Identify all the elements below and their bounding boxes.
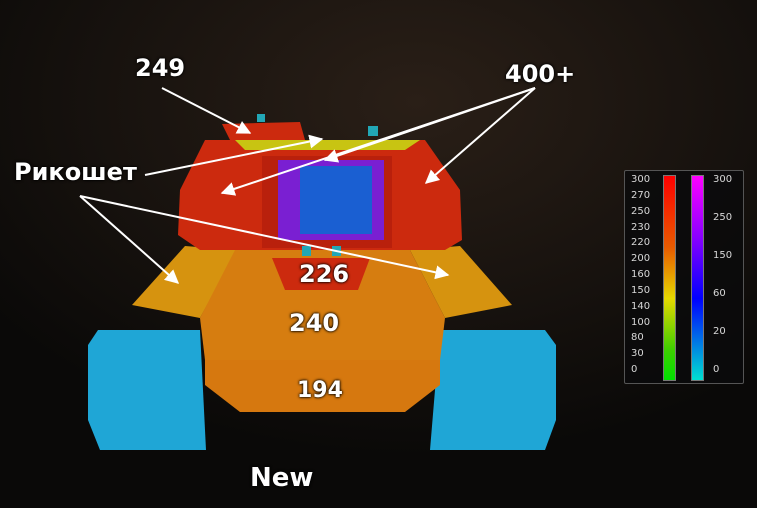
right-scale-labels: 300 250 150 60 20 0 xyxy=(713,175,741,379)
left-scale-tick-11: 30 xyxy=(631,348,644,360)
caption-new: New xyxy=(250,463,314,493)
right-scale-tick-5: 0 xyxy=(713,364,720,375)
left-scale-tick-6: 160 xyxy=(631,269,651,280)
right-hull-cheek xyxy=(410,246,512,318)
label-hull-lower-armor: 194 xyxy=(297,378,343,403)
right-color-bar xyxy=(691,175,704,381)
hull-upper-plate xyxy=(200,250,445,360)
lower-mantlet xyxy=(272,258,370,290)
left-scale-tick-3: 230 xyxy=(631,221,651,233)
right-scale-tick-4: 20 xyxy=(713,326,726,337)
left-scale-tick-10: 80 xyxy=(631,332,644,344)
left-scale-tick-12: 0 xyxy=(631,364,638,375)
left-color-bar xyxy=(663,175,676,381)
left-scale-tick-9: 100 xyxy=(631,316,651,328)
arrow-ricochet-right xyxy=(79,195,450,280)
label-ricochet: Рикошет xyxy=(14,158,137,186)
left-scale-tick-7: 150 xyxy=(631,284,651,296)
arrow-ricochet-roof xyxy=(144,134,324,176)
right-scale-tick-1: 250 xyxy=(713,212,733,223)
left-hull-cheek xyxy=(132,246,237,318)
left-scale-tick-4: 220 xyxy=(631,237,651,249)
roof-periscope xyxy=(368,126,378,136)
label-upper-turret-armor: 400+ xyxy=(505,60,576,88)
cupola-periscope xyxy=(257,114,265,122)
arrow-cupola xyxy=(161,87,252,134)
arrow-400-left xyxy=(220,87,536,196)
right-scale-tick-0: 300 xyxy=(713,174,733,185)
left-scale-tick-5: 200 xyxy=(631,253,651,265)
label-lower-mantlet-armor: 226 xyxy=(299,260,350,288)
turret-roof xyxy=(235,140,420,150)
left-scale-tick-0: 300 xyxy=(631,174,651,185)
left-scale-tick-1: 270 xyxy=(631,189,651,201)
right-track xyxy=(430,330,556,450)
label-hull-upper-armor: 240 xyxy=(289,309,340,337)
label-cupola-armor: 249 xyxy=(135,54,186,82)
arrow-ricochet-left xyxy=(79,195,180,284)
mantlet-spot-left xyxy=(302,246,311,256)
right-scale-tick-3: 60 xyxy=(713,288,726,299)
arrow-400-right xyxy=(424,87,536,184)
right-scale-tick-2: 150 xyxy=(713,250,733,261)
hull-lower-plate xyxy=(205,360,440,412)
gun-barrel-face xyxy=(300,166,372,234)
left-track xyxy=(88,330,206,450)
left-scale-tick-2: 250 xyxy=(631,205,651,217)
left-scale-tick-8: 140 xyxy=(631,300,651,312)
